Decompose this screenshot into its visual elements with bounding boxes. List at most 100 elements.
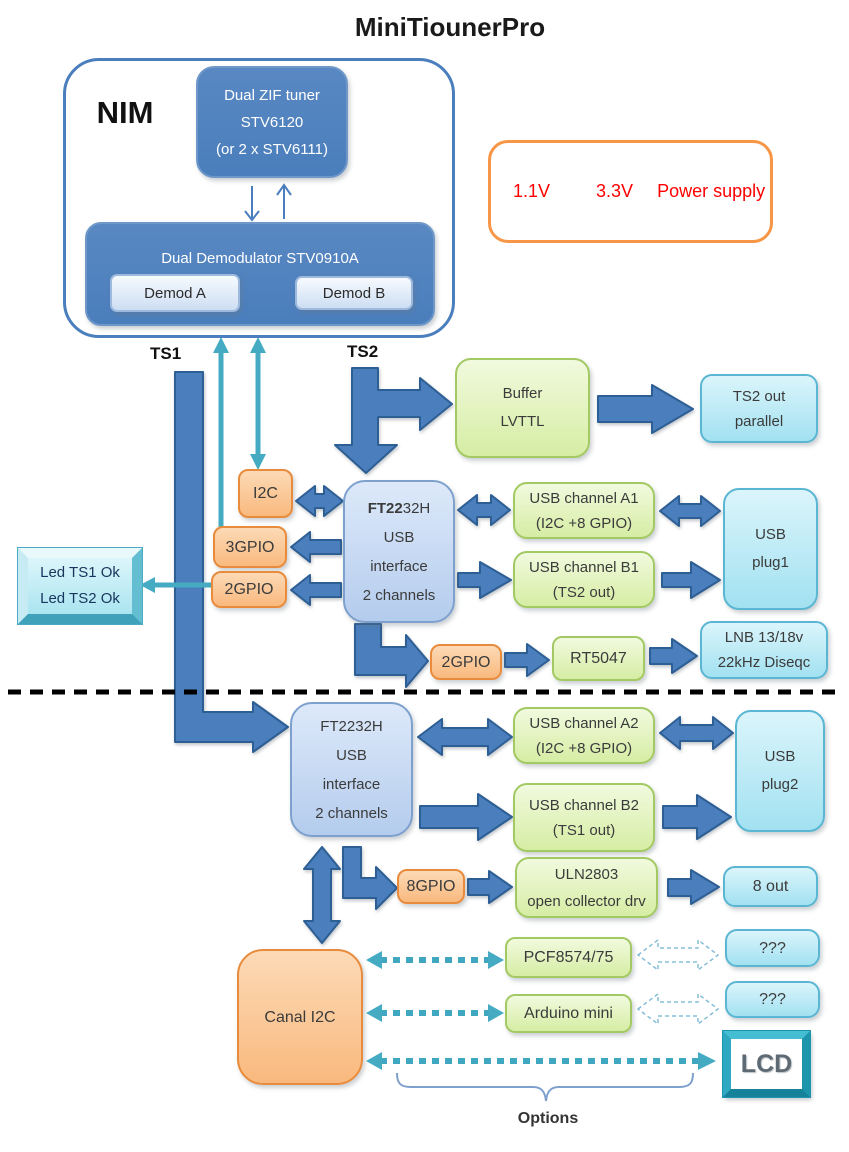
ft2-usba2-double-arrow [417, 718, 513, 756]
rt5047-box: RT5047 [552, 636, 645, 681]
nim-label: NIM [96, 95, 154, 130]
usb-channel-b2-box: USB channel B2 (TS1 out) [513, 783, 655, 852]
gpio2-to-led-arrowhead [140, 577, 155, 593]
unknown-device-b-box: ??? [725, 981, 820, 1018]
uln2803-box: ULN2803 open collector drv [515, 857, 658, 918]
unknown-device-a-box: ??? [725, 929, 820, 967]
plug1-line-2: plug1 [752, 554, 789, 571]
nim-i2c-arrowhead-down [250, 454, 266, 470]
options-brace [396, 1072, 694, 1102]
ft1-name-rest: 32H [402, 499, 431, 517]
lnb-line-1: LNB 13/18v [724, 629, 804, 646]
power-3v3-label: 3.3V [596, 181, 634, 201]
power-1v1-label: 1.1V [513, 181, 551, 201]
3gpio-box: 3GPIO [213, 526, 287, 568]
lcd-box: LCD [723, 1031, 810, 1097]
ft2-line-3: interface [322, 775, 381, 793]
usb-plug1-box: USB plug1 [723, 488, 818, 610]
led-status-box: Led TS1 Ok Led TS2 Ok [17, 547, 143, 625]
tuner-line-3: (or 2 x STV6111) [216, 140, 328, 158]
ts2-out-line-1: TS2 out [732, 387, 786, 405]
demod-to-tuner-arrow [276, 183, 292, 219]
i2c-ft1-double-arrow [295, 485, 344, 517]
ft2-to-usbb2-arrow [419, 793, 513, 841]
usb-a1-line-1: USB channel A1 [529, 489, 639, 507]
ft1-to-3gpio-arrow [290, 531, 342, 563]
ft2232h-1-box: FT2232H USB interface 2 channels [343, 480, 455, 623]
pcf-unknown-dashed-arrow [637, 939, 719, 971]
ft2-line-1: FT2232H [320, 717, 383, 735]
ft2-line-2: USB [336, 746, 367, 764]
usb-a2-line-2: (I2C +8 GPIO) [535, 739, 633, 757]
i2c-label: I2C [253, 485, 278, 502]
arduino-mini-label: Arduino mini [524, 1005, 613, 1022]
usb-b1-line-2: (TS2 out) [552, 583, 616, 601]
i2c-box: I2C [238, 469, 293, 518]
ts1-bus-arrow [174, 371, 289, 753]
usb-a2-line-1: USB channel A2 [529, 714, 639, 732]
buffer-line-1: Buffer [502, 385, 543, 402]
ts2-out-parallel-box: TS2 out parallel [700, 374, 818, 443]
buffer-line-2: LVTTL [500, 413, 545, 430]
canal-arduino-head-right [488, 1004, 504, 1022]
usb-channel-b1-box: USB channel B1 (TS2 out) [513, 551, 655, 608]
usb-a1-line-2: (I2C +8 GPIO) [535, 514, 633, 532]
usba2-plug2-double-arrow [659, 716, 734, 750]
canal-i2c-box: Canal I2C [237, 949, 363, 1085]
buffer-to-ts2out-arrow [597, 384, 694, 434]
plug2-line-1: USB [764, 748, 796, 765]
usbb2-to-plug2-arrow [662, 794, 732, 840]
usbb1-to-plug1-arrow [661, 561, 721, 599]
demod-b-label: Demod B [322, 284, 386, 302]
ft1-line-2: USB [383, 528, 415, 546]
8gpio-box: 8GPIO [397, 869, 465, 904]
usb-b1-line-1: USB channel B1 [528, 558, 640, 576]
lnb-box: LNB 13/18v 22kHz Diseqc [700, 621, 828, 679]
led-ts1-label: Led TS1 Ok [40, 564, 120, 581]
ft1-name-bold: FT22 [367, 499, 403, 517]
power-supply-label: Power supply [657, 181, 766, 201]
ft1-to-usbb1-arrow [457, 561, 512, 599]
canal-pcf-head-left [366, 951, 382, 969]
plug1-line-1: USB [755, 526, 786, 543]
2gpio-lnb-box: 2GPIO [430, 644, 502, 680]
unknown-a-label: ??? [759, 939, 786, 957]
nim-container [63, 58, 455, 338]
canal-lcd-head-right [698, 1052, 716, 1070]
gpio3-to-nim-arrowhead [213, 337, 229, 353]
usb-b2-line-2: (TS1 out) [552, 821, 616, 839]
nim-i2c-arrowhead-up [250, 337, 266, 353]
ft1-line-3: interface [370, 557, 428, 575]
ft1-name: FT2232H [368, 494, 431, 523]
lnb-line-2: 22kHz Diseqc [717, 654, 811, 671]
arduino-unknown-dashed-arrow [637, 993, 719, 1025]
options-label: Options [517, 1110, 579, 1127]
2gpio-lnb-label: 2GPIO [441, 653, 491, 671]
demod-a-box: Demod A [110, 274, 240, 312]
arduino-mini-box: Arduino mini [505, 994, 632, 1033]
buffer-lvttl-box: Buffer LVTTL [455, 358, 590, 458]
ft2-line-4: 2 channels [315, 804, 388, 822]
ts2-label: TS2 [347, 342, 379, 361]
8out-box: 8 out [723, 866, 818, 907]
ft2232h-2-box: FT2232H USB interface 2 channels [290, 702, 413, 837]
uln-to-8out-arrow [667, 869, 720, 905]
unknown-b-label: ??? [759, 991, 786, 1008]
uln-line-1: ULN2803 [554, 865, 619, 883]
uln-line-2: open collector drv [527, 892, 646, 910]
2gpio-to-rt5047-arrow [504, 643, 550, 677]
power-supply-box: 1.1V 3.3V Power supply [488, 140, 773, 243]
usba1-plug1-double-arrow [659, 495, 721, 527]
canal-pcf-head-right [488, 951, 504, 969]
ts2-bus-arrow [334, 367, 453, 474]
2gpio-label: 2GPIO [224, 581, 274, 598]
pcf8574-box: PCF8574/75 [505, 937, 632, 978]
tuner-to-demod-arrow [244, 186, 260, 222]
rt5047-label: RT5047 [570, 650, 627, 667]
ft1-line-4: 2 channels [362, 586, 436, 604]
usb-channel-a2-box: USB channel A2 (I2C +8 GPIO) [513, 707, 655, 764]
ft1-usba1-double-arrow [457, 494, 511, 526]
canal-i2c-label: Canal I2C [264, 1008, 336, 1026]
